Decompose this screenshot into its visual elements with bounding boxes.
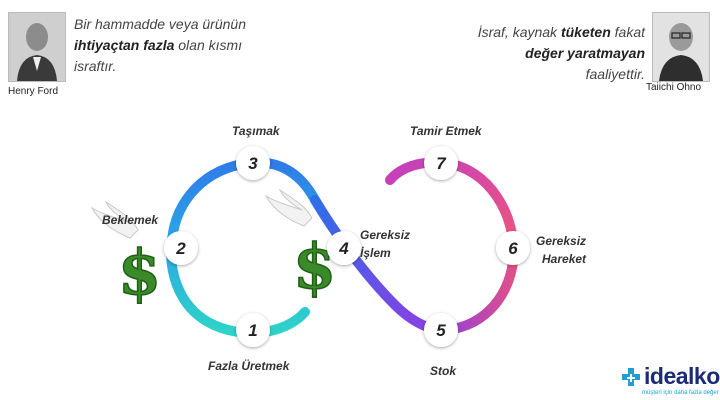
quote-left-emphasis: ihtiyaçtan fazla — [74, 37, 175, 53]
quote-left-line1: Bir hammadde veya ürünün — [74, 16, 246, 32]
quote-right-emphasis-1: tüketen — [560, 24, 611, 40]
waste-node-7-number: 7 — [436, 154, 447, 173]
wing-icon — [264, 188, 313, 227]
waste-label-4-line2: İşlem — [360, 246, 391, 260]
logo-tagline: müşteri için daha fazla değer — [642, 390, 719, 396]
loop-crossing-segment — [310, 195, 445, 335]
taiichi-ohno-quote: İsraf, kaynak tüketen fakat değer yaratm… — [478, 22, 645, 85]
henry-ford-quote: Bir hammadde veya ürünün ihtiyaçtan fazl… — [74, 14, 246, 77]
waste-node-4-number: 4 — [338, 239, 349, 258]
logo-plus-icon — [622, 368, 640, 386]
waste-node-6-number: 6 — [508, 239, 518, 258]
quote-right-emphasis-2: değer yaratmayan — [525, 45, 645, 61]
quote-right-line1-post: fakat — [610, 24, 645, 40]
waste-node-5-number: 5 — [436, 321, 446, 340]
henry-ford-photo — [8, 12, 66, 82]
taiichi-ohno-caption: Taiichi Ohno — [646, 82, 702, 93]
waste-label-4-line1: Gereksiz — [360, 228, 411, 242]
wing-icon — [90, 200, 139, 239]
quote-right-line3: faaliyettir. — [585, 66, 645, 82]
waste-node-5: 5 — [424, 313, 458, 347]
waste-label-6: Gereksiz Hareket — [536, 232, 586, 268]
svg-text:$: $ — [293, 230, 336, 303]
money-bag-icon: $ — [292, 229, 337, 304]
waste-label-5: Stok — [430, 364, 457, 378]
waste-node-7: 7 — [424, 146, 458, 180]
waste-label-6-line2: Hareket — [542, 252, 587, 266]
henry-ford-caption: Henry Ford — [8, 86, 59, 97]
waste-label-6-line1: Gereksiz — [536, 234, 587, 248]
waste-node-1-number: 1 — [248, 321, 257, 340]
waste-node-2-number: 2 — [175, 239, 186, 258]
svg-text:$: $ — [118, 236, 161, 309]
waste-node-1: 1 — [236, 313, 270, 347]
waste-label-3: Taşımak — [232, 124, 280, 138]
quote-left-line2: ihtiyaçtan fazla olan kısmı — [74, 35, 246, 56]
idealkod-logo: idealkod müşteri için daha fazla değer — [620, 362, 720, 400]
waste-node-3-number: 3 — [248, 154, 258, 173]
waste-node-6: 6 — [496, 231, 530, 265]
waste-label-2: Beklemek — [102, 213, 159, 227]
waste-label-1: Fazla Üretmek — [208, 359, 290, 373]
quote-left-line3: israftır. — [74, 58, 117, 74]
quote-left-line2-rest: olan kısmı — [174, 37, 243, 53]
quote-right-line2: değer yaratmayan — [478, 43, 645, 64]
quote-right-line1: İsraf, kaynak tüketen fakat — [478, 22, 645, 43]
taiichi-ohno-photo — [652, 12, 710, 82]
waste-node-3: 3 — [236, 146, 270, 180]
waste-node-4: 4 — [327, 231, 361, 265]
money-bag-icon: $ — [117, 235, 162, 310]
quote-right-line1-pre: İsraf, kaynak — [477, 24, 561, 40]
loop-right-top-segment — [385, 157, 519, 267]
waste-label-7: Tamir Etmek — [410, 124, 482, 138]
logo-wordmark: idealkod — [644, 363, 720, 389]
waste-label-4: Gereksiz İşlem — [360, 226, 410, 262]
waste-node-2: 2 — [164, 231, 198, 265]
